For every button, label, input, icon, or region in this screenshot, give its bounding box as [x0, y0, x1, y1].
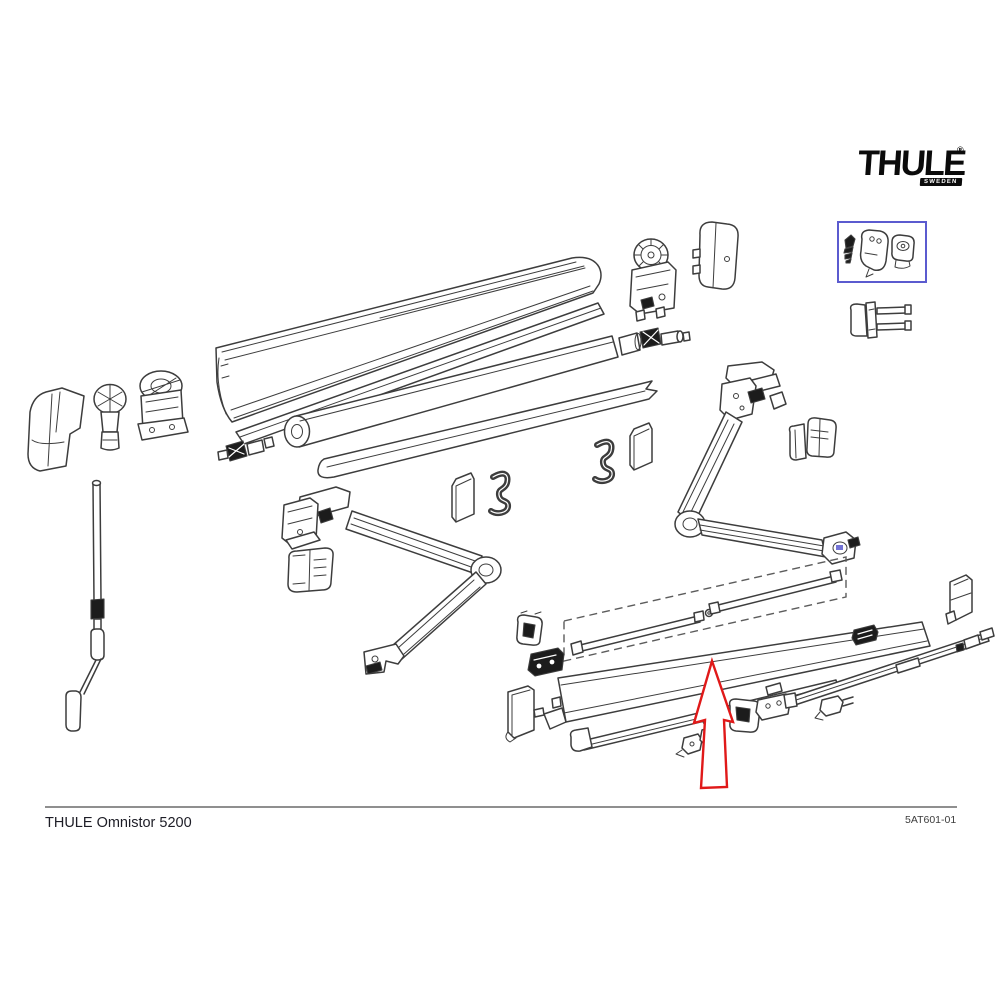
- gear-unit: [629, 238, 677, 322]
- document-code: 5AT601-01: [905, 814, 957, 826]
- small-block-right: [851, 624, 879, 646]
- awning-case-profile: [215, 256, 602, 423]
- cap-part: [891, 234, 915, 269]
- case-end-spindle: [217, 436, 275, 462]
- panel-end-cap-left: [505, 685, 545, 743]
- blue-frame: [837, 221, 927, 283]
- left-end-cap: [27, 387, 85, 472]
- right-arm-assembly: [674, 361, 861, 565]
- rafter-joint-blocks: [728, 682, 791, 733]
- mount-plate-part: [859, 229, 889, 278]
- screw-part: [843, 234, 856, 264]
- product-title: THULE Omnistor 5200: [45, 815, 192, 831]
- crank-handle: [65, 479, 105, 732]
- clip-hook-left: [488, 470, 512, 517]
- left-arm-foot: [363, 643, 405, 675]
- gear-end-cap: [692, 221, 739, 290]
- right-arm-end-knuckle: [821, 531, 861, 565]
- left-arm-assembly: [281, 486, 502, 675]
- rafter-rod-right: [783, 627, 995, 709]
- red-callout-arrow: [692, 657, 735, 790]
- fabric-strip: [317, 380, 658, 479]
- left-knuckle-joint: [93, 383, 127, 451]
- fork-pin-part: [849, 301, 912, 339]
- clip-plate-left: [451, 472, 475, 523]
- clip-plate-right: [629, 422, 653, 471]
- footer-divider: [45, 806, 957, 808]
- roller-tube: [283, 332, 642, 448]
- end-cap-plate-right: [945, 574, 973, 625]
- lead-rail-panel: [543, 621, 931, 730]
- detail-callout-box: [837, 221, 927, 283]
- tension-rod-left: [570, 608, 714, 656]
- clamp-block: [516, 610, 543, 646]
- registered-trademark-symbol: ®: [957, 145, 964, 155]
- tension-rod-right: [708, 569, 843, 615]
- clip-hook-right: [592, 438, 616, 485]
- left-gear-bracket: [137, 370, 189, 441]
- rail-bracket-right: [814, 695, 854, 721]
- tension-rod-callout: [563, 556, 847, 662]
- right-arm-cover: [788, 417, 837, 461]
- dark-connector: [527, 647, 565, 677]
- thule-logo: THULE ® SWEDEN: [857, 144, 978, 198]
- left-arm-cover: [287, 547, 334, 593]
- gear-spindle: [639, 327, 691, 349]
